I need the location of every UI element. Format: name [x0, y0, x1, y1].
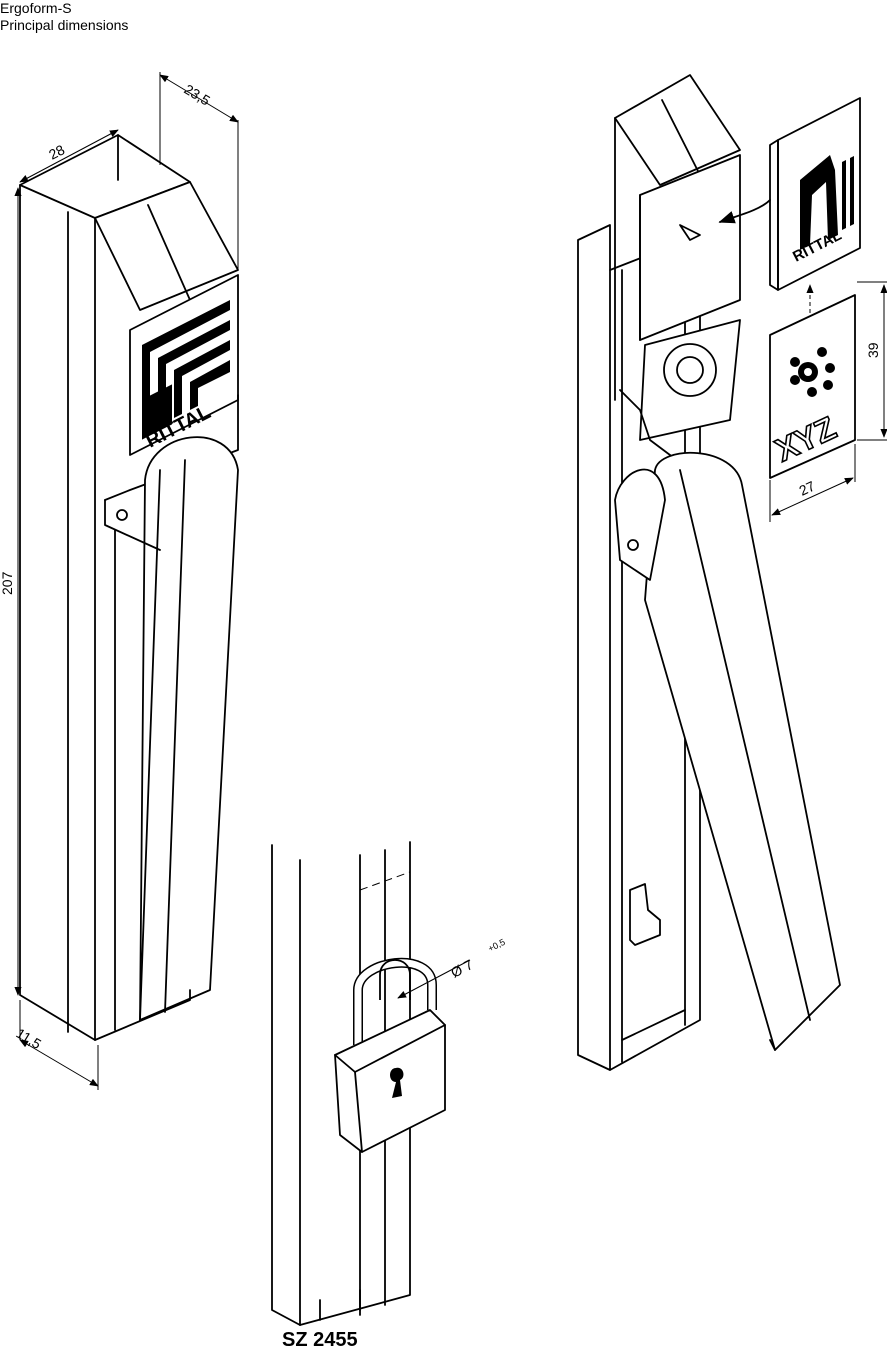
handle-lever	[139, 436, 239, 1021]
dim-height: 207	[0, 571, 15, 595]
rittal-logo-mark	[142, 300, 230, 440]
dim-insert-width: 27	[797, 478, 818, 499]
part-number: SZ 2455	[282, 1329, 358, 1351]
lock-cylinder-icon	[663, 343, 717, 397]
closed-handle-view: RITTAL 23,5 28 207 11,5	[0, 72, 239, 1090]
dim-width-top: 28	[46, 141, 67, 162]
padlock-view: Ø 7 +0,5 SZ 2455	[271, 841, 507, 1351]
dot-pattern-icon	[790, 347, 835, 397]
drawing-subtitle: Principal dimensions	[0, 17, 129, 33]
lever-pivot	[614, 468, 666, 581]
dim-hole-tolerance: +0,5	[486, 937, 506, 954]
padlock-body	[334, 1009, 446, 1153]
pivot-hole-icon	[116, 509, 128, 521]
dim-hole-diameter: Ø 7	[448, 956, 476, 981]
open-handle-view: RITTAL XYZ 39 27	[577, 74, 887, 1071]
open-lever	[644, 451, 841, 1051]
pivot-hole-icon-right	[627, 539, 639, 551]
rittal-insert-card	[777, 97, 861, 291]
logo-slot	[639, 154, 741, 341]
latch-tab	[629, 883, 661, 946]
keyhole-icon	[390, 1067, 404, 1098]
drawing-title: Ergoform-S	[0, 0, 72, 16]
insert-arrow-icon	[718, 199, 771, 224]
dim-insert-height: 39	[865, 342, 881, 358]
custom-insert-xyz	[769, 294, 856, 479]
dim-bottom-offset: 11,5	[13, 1025, 44, 1052]
